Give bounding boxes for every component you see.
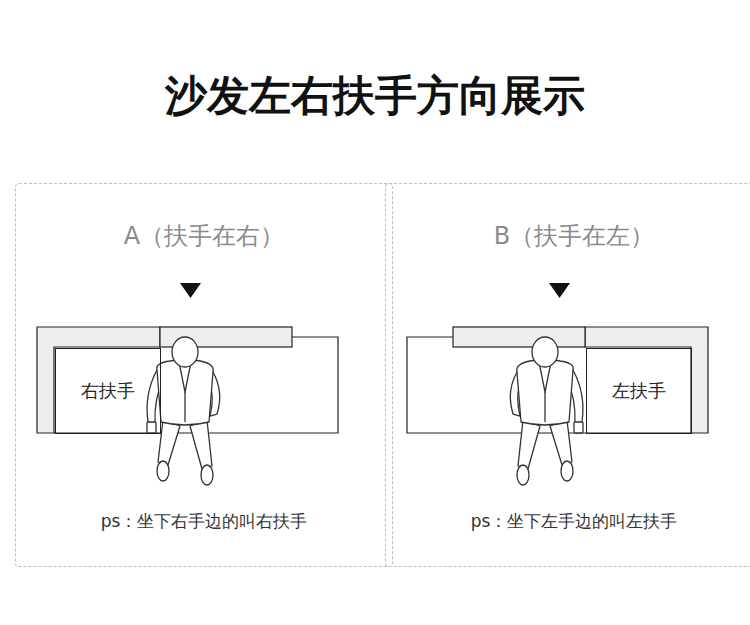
armrest-box: 左扶手	[586, 348, 692, 434]
armrest-label: 右扶手	[81, 379, 135, 403]
person-a	[147, 337, 220, 485]
person-b	[510, 337, 583, 485]
panel-heading: B（扶手在左）	[386, 220, 750, 252]
example-panel: A（扶手在右） ps：坐下右手边的叫右扶手 右扶手	[15, 183, 393, 567]
example-panel: B（扶手在左） ps：坐下左手边的叫左扶手 左扶手	[385, 183, 750, 567]
armrest-box: 右扶手	[55, 348, 161, 434]
page-title: 沙发左右扶手方向展示	[0, 68, 750, 124]
down-arrow	[180, 283, 201, 298]
down-arrow	[549, 283, 570, 298]
panel-note: ps：坐下右手边的叫右扶手	[16, 510, 392, 533]
panel-heading: A（扶手在右）	[16, 220, 392, 252]
armrest-label: 左扶手	[612, 379, 666, 403]
panel-note: ps：坐下左手边的叫左扶手	[386, 510, 750, 533]
